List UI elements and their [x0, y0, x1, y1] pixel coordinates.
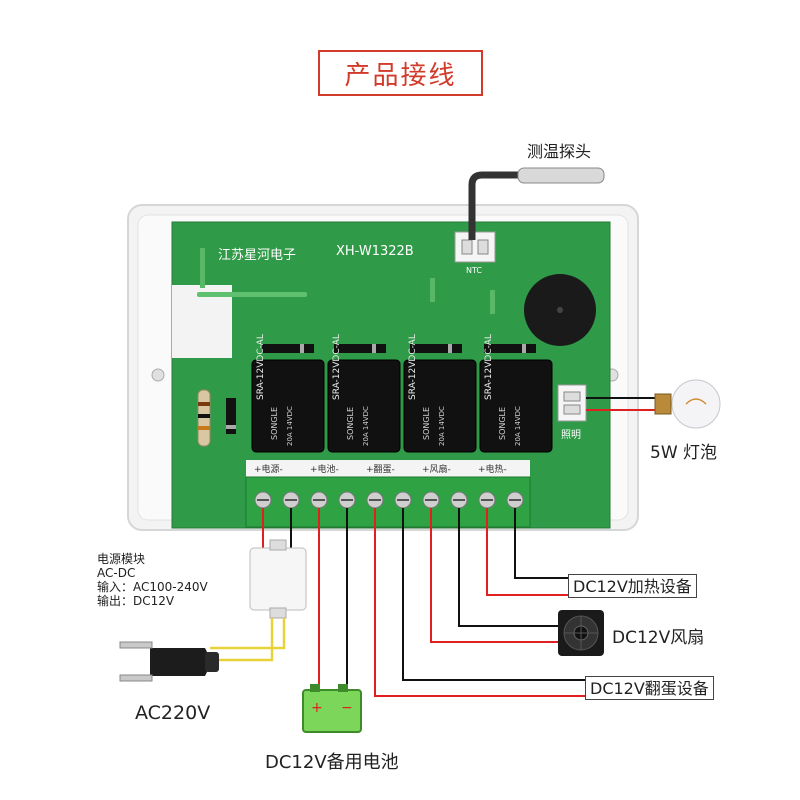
- relay-2-text: SRA-12VDC-AL: [332, 334, 342, 400]
- relay-2-rating: 20A 14VDC: [362, 406, 370, 446]
- fan-device-label: DC12V风扇: [612, 628, 705, 648]
- bulb-icon: [671, 379, 721, 429]
- egg-turner-device-box: DC12V翻蛋设备: [585, 676, 714, 700]
- terminal-label-power: +电源-: [254, 465, 283, 475]
- relay-4-brand: SONGLE: [498, 406, 507, 440]
- relay-2: [327, 359, 401, 453]
- terminal-label-egg: +翻蛋-: [366, 465, 395, 475]
- power-module-line: 电源模块: [97, 552, 146, 566]
- terminal-label-heat: +电热-: [478, 465, 507, 475]
- terminal-label-battery: +电池-: [310, 465, 339, 475]
- ntc-label: NTC: [466, 266, 482, 275]
- relay-group: [251, 359, 553, 453]
- probe-label: 测温探头: [527, 142, 592, 161]
- bulb-base: [654, 393, 672, 415]
- relay-4-rating: 20A 14VDC: [514, 406, 522, 446]
- power-module-label: 电源模块 AC-DC 输入：AC100-240V 输出：DC12V: [97, 552, 208, 608]
- light-connector: [557, 384, 587, 422]
- probe-tip-icon: [517, 167, 605, 184]
- power-module-line: 输出：DC12V: [97, 594, 175, 608]
- board-model: XH-W1322B: [336, 244, 414, 259]
- battery-label: DC12V备用电池: [265, 752, 399, 773]
- power-module-icon: [249, 547, 307, 611]
- battery-plus: +: [311, 700, 323, 716]
- board-brand: 江苏星河电子: [218, 248, 297, 263]
- battery-icon: [302, 689, 362, 733]
- light-label: 照明: [561, 430, 581, 441]
- bulb-label: 5W 灯泡: [650, 443, 718, 463]
- heater-device-box: DC12V加热设备: [568, 574, 697, 598]
- fan-icon: [558, 610, 604, 656]
- power-module-line: AC-DC: [97, 566, 136, 580]
- relay-1-rating: 20A 14VDC: [286, 406, 294, 446]
- relay-3-brand: SONGLE: [422, 406, 431, 440]
- relay-1-brand: SONGLE: [270, 406, 279, 440]
- relay-4-text: SRA-12VDC-AL: [484, 334, 494, 400]
- relay-3-rating: 20A 14VDC: [438, 406, 446, 446]
- relay-2-brand: SONGLE: [346, 406, 355, 440]
- plug-label: AC220V: [135, 702, 211, 724]
- terminal-label-fan: +风扇-: [422, 465, 451, 475]
- power-module-line: 输入：AC100-240V: [97, 580, 208, 594]
- relay-1-text: SRA-12VDC-AL: [256, 334, 266, 400]
- probe-cable: [468, 171, 520, 240]
- relay-4: [479, 359, 553, 453]
- relay-3: [403, 359, 477, 453]
- diode-icon: [226, 398, 236, 434]
- plug-icon: [119, 641, 219, 682]
- battery-minus: −: [341, 700, 353, 716]
- relay-3-text: SRA-12VDC-AL: [408, 334, 418, 400]
- page-title: 产品接线: [318, 50, 483, 96]
- relay-1: [251, 359, 325, 453]
